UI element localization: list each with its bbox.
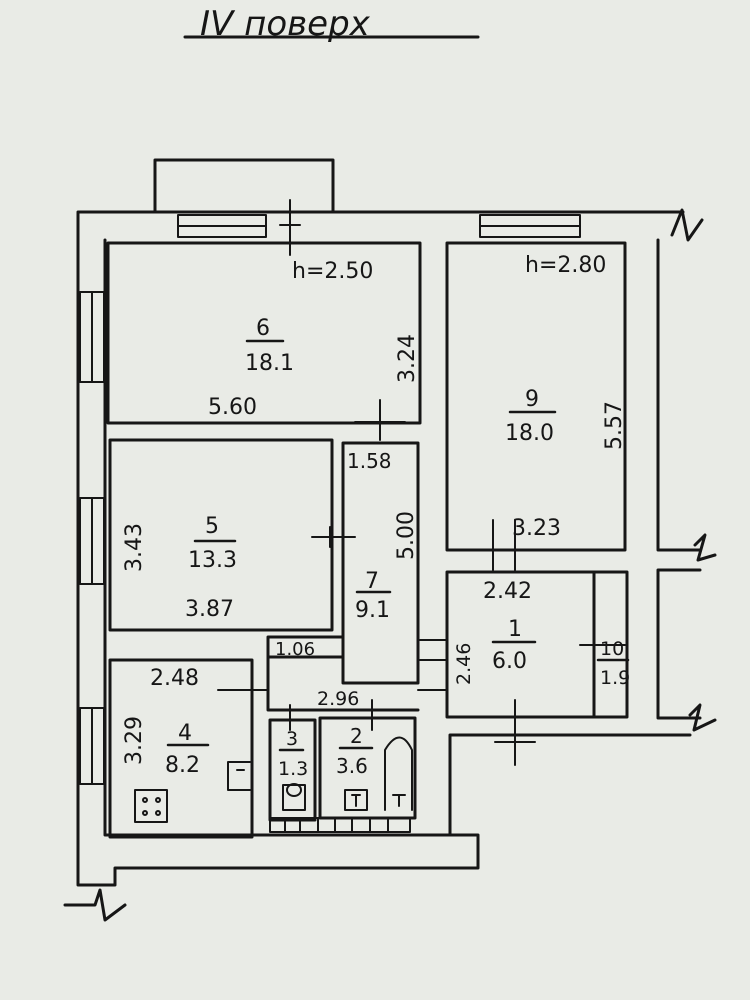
- room-5-number: 5: [205, 514, 219, 539]
- room-5-width: 3.87: [185, 597, 234, 622]
- bathtub-icon: [344, 736, 413, 811]
- room-6-number: 6: [256, 316, 270, 341]
- room-9-width: 3.23: [512, 516, 561, 541]
- room-1-outline: [445, 570, 629, 719]
- room-2-area: 3.6: [336, 754, 368, 778]
- room-1-area: 6.0: [492, 649, 527, 674]
- room-7-number: 7: [365, 569, 379, 594]
- inner-wall-outline: [103, 238, 452, 837]
- room-9-outline: [445, 241, 627, 552]
- balcony-outline: [153, 158, 335, 214]
- window-room9: [479, 214, 581, 238]
- room-10-number: 10: [600, 638, 624, 660]
- room-1-width: 2.42: [483, 579, 532, 604]
- height-label-left: h=2.50: [292, 259, 373, 284]
- room-9-area: 18.0: [505, 421, 554, 446]
- threshold-hatching: [269, 817, 411, 833]
- room-5-depth: 3.43: [122, 523, 147, 572]
- room-7-width: 1.58: [347, 449, 392, 473]
- room-5-outline: [108, 438, 334, 632]
- corridor-wall: [266, 635, 420, 712]
- room-9-number: 9: [525, 387, 539, 412]
- room-6-area: 18.1: [245, 351, 294, 376]
- room-6-depth: 3.24: [395, 334, 420, 383]
- height-label-right: h=2.80: [525, 253, 606, 278]
- room-4-number: 4: [178, 721, 192, 746]
- wall-break-left: [63, 888, 127, 922]
- room-4-width: 2.48: [150, 666, 199, 691]
- door-ticks: [217, 199, 626, 766]
- room-4-area: 8.2: [165, 753, 200, 778]
- room-3-outline: [268, 718, 317, 822]
- stove-icon: [134, 789, 168, 823]
- sink-icon: [227, 761, 251, 791]
- room-4-depth: 3.29: [122, 716, 147, 765]
- room-1-depth: 2.46: [453, 643, 475, 685]
- toilet-icon: [282, 783, 306, 811]
- room-5-area: 13.3: [188, 548, 237, 573]
- room-7-outline: [341, 441, 420, 685]
- room-7-area: 9.1: [355, 598, 390, 623]
- window-left-3: [79, 707, 105, 785]
- exterior-wall-right-lower: [656, 568, 702, 720]
- room-3-area: 1.3: [278, 758, 308, 780]
- room-6-width: 5.60: [208, 395, 257, 420]
- room-2-number: 2: [350, 724, 363, 748]
- room-10-area: 1.9: [600, 667, 630, 689]
- outer-wall: [76, 210, 692, 887]
- room-3-number: 3: [286, 728, 298, 750]
- dim-2-96: 2.96: [317, 688, 359, 710]
- window-left-2: [79, 497, 105, 585]
- room-9-depth: 5.57: [602, 401, 627, 450]
- dim-1-06: 1.06: [275, 639, 315, 660]
- room-4-outline: [108, 658, 254, 839]
- room-1-number: 1: [508, 617, 522, 642]
- room-6-outline: [106, 241, 422, 425]
- exterior-wall-right-upper: [656, 238, 702, 552]
- room-7-depth: 5.00: [394, 511, 419, 560]
- wall-break-top: [670, 208, 704, 242]
- window-room6: [177, 214, 267, 238]
- wall-break-middle: [693, 533, 717, 562]
- room-number-bars: [166, 339, 630, 752]
- window-left-1: [79, 291, 105, 383]
